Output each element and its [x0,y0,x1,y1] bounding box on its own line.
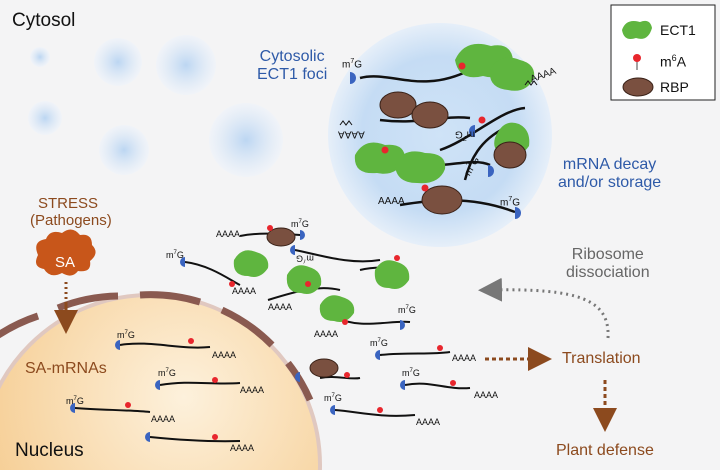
tail-label: AAAA [240,385,265,395]
cap-label: m7G [166,250,184,260]
cytosol-label: Cytosol [12,10,76,31]
tail-label: AAAA [474,390,499,400]
bubble [30,47,50,67]
legend-box [610,4,716,101]
tail-label: AAAA [232,286,257,296]
translation-label: Translation [562,350,641,367]
cytosolic-caps [70,230,405,442]
legend-ect1-label: ECT1 [660,22,696,38]
cap-label: m7G [324,393,342,403]
decay-title: mRNA decay [562,156,657,173]
foci-m6a-marks [381,62,486,192]
foci-subtitle: ECT1 foci [257,66,328,84]
bubble [156,35,216,95]
ect1-protein [354,142,405,174]
tail-label: AAAA [151,414,176,424]
ect1-protein [374,260,410,289]
sa-label: SA [55,254,76,271]
nuclear-pore-segment [139,291,202,306]
ect1-protein [319,295,355,322]
stress-label: STRESS (Pathogens) [30,195,112,230]
sa-molecule-icon [36,229,96,276]
stress-title: STRESS [37,195,98,212]
pathway-arrows [54,277,617,432]
cap-label: m7G [455,128,476,141]
cap-label: m7G [66,396,84,406]
cap-label: m7G [342,58,363,71]
ect1-protein [286,265,322,294]
foci-title: Cytosolic [259,48,325,65]
cap-label: m7G [398,305,416,315]
decay-label: mRNA decay and/or storage [558,156,661,193]
rbp-protein [309,358,339,378]
bubble [99,125,149,175]
tail-label: AAAA [212,350,237,360]
foci-label: Cytosolic ECT1 foci [257,48,327,85]
rbp-protein [421,185,463,215]
ribosome-subtitle: dissociation [566,264,650,282]
tail-label: AAAA [230,443,255,453]
tail-label: AAAA [268,302,293,312]
tail-label: AAAA [338,128,365,140]
bubble [94,38,142,86]
sa-mrnas-label: SA-mRNAs [25,360,107,377]
rbp-protein [266,227,296,247]
cytosolic-m6a-marks [125,225,456,440]
tail-label: AAAA [452,353,477,363]
cap-label: m7G [500,196,521,209]
ribosome-title: Ribosome [571,246,644,263]
foci-caps [350,72,521,219]
cytosolic-proteins [233,227,410,378]
foci-proteins [354,43,535,215]
cap-label: m7G [291,219,309,229]
ect1-protein-icon [622,20,652,39]
ect1-protein [489,57,535,91]
ect1-protein [233,250,269,277]
rbp-protein-icon [622,77,654,97]
nuclear-pore-segment [220,306,275,348]
nuclear-pore-segment [285,360,314,402]
legend-m6a-label: m6A [660,53,687,70]
cytosolic-bubbles [28,35,283,177]
bubble [28,101,62,135]
tail-label: AAAA [314,329,339,339]
plant-defense-label: Plant defense [556,442,654,459]
tail-label: AAAA [216,229,241,239]
cap-label: m7G [296,253,314,264]
stress-subtitle: (Pathogens) [30,212,112,230]
foci-polya-tails [339,80,538,126]
arrow-ribosome-dissociation [478,277,610,339]
nuclear-pore-segment [56,292,119,312]
nucleus-label: Nucleus [15,440,84,461]
cap-label: m7G [370,338,388,348]
tail-label: AAAA [378,196,405,207]
legend-rbp-label: RBP [660,79,689,95]
rbp-protein [411,101,449,129]
rbp-protein [493,141,527,169]
cap-label: m7G [402,368,420,378]
cap-label: m7G [117,330,135,340]
cap-label: m7G [158,368,176,378]
m6a-mark-icon [633,54,641,62]
tail-label: AAAA [416,417,441,427]
rbp-protein [379,91,417,119]
bubble [209,103,283,177]
ribosome-label: Ribosome dissociation [566,246,650,283]
ect1-protein [395,151,446,184]
decay-subtitle: and/or storage [558,174,662,192]
nuclear-pore-segment [0,312,40,339]
